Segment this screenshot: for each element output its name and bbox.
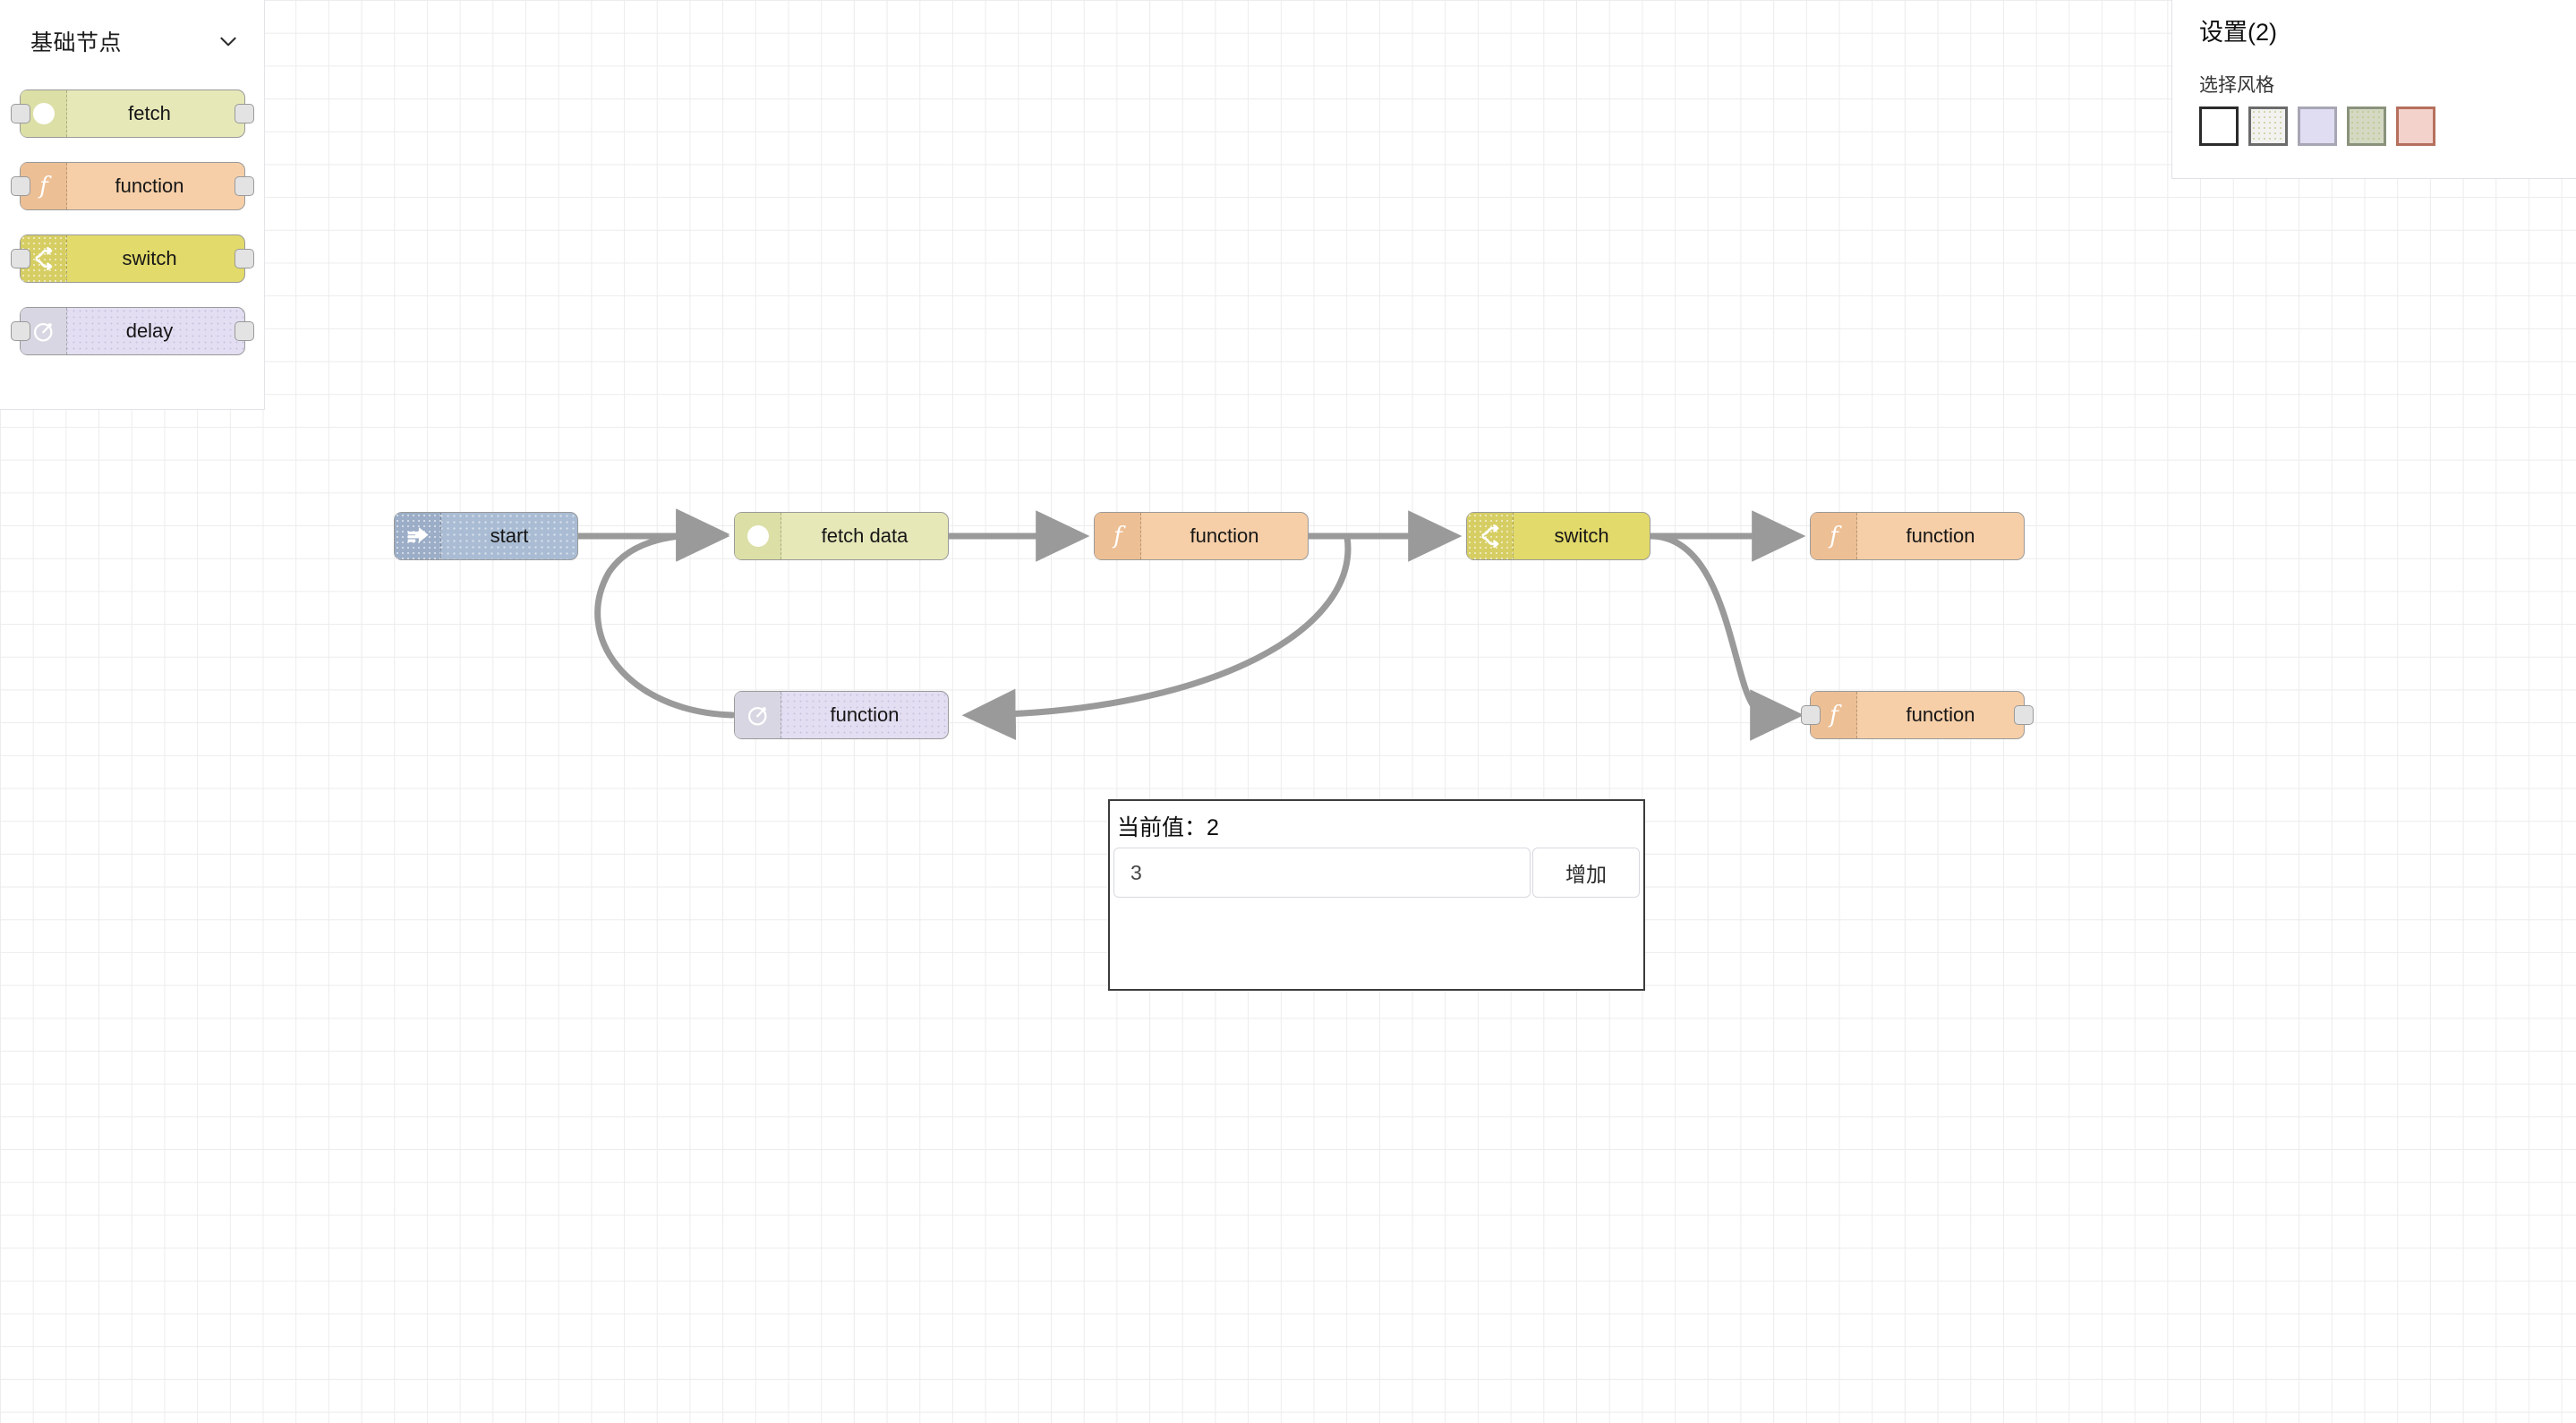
flow-node-fn2[interactable]: f function bbox=[1810, 512, 2025, 560]
svg-text:f: f bbox=[1828, 523, 1842, 550]
node-palette-panel: 基础节点 fetch f function switch delay bbox=[0, 0, 265, 410]
counter-form-panel: 当前值：2 增加 bbox=[1108, 799, 1645, 991]
palette-header[interactable]: 基础节点 bbox=[0, 0, 265, 82]
palette-node-delay[interactable]: delay bbox=[11, 307, 254, 355]
node-label: switch bbox=[122, 247, 177, 269]
palette-node-switch[interactable]: switch bbox=[11, 234, 254, 283]
globe-icon bbox=[21, 90, 67, 137]
node-output-port[interactable] bbox=[235, 321, 254, 341]
node-label: start bbox=[490, 524, 529, 547]
node-output-port[interactable] bbox=[2014, 705, 2034, 725]
swatch-style-lavender[interactable] bbox=[2298, 107, 2337, 146]
node-label: delay bbox=[125, 320, 174, 342]
start-arrow-icon bbox=[395, 513, 441, 559]
node-label: switch bbox=[1554, 524, 1609, 547]
function-icon: f bbox=[1811, 513, 1857, 559]
style-swatch-group bbox=[2199, 107, 2549, 146]
node-output-port[interactable] bbox=[235, 104, 254, 124]
flow-node-delay[interactable]: function bbox=[734, 691, 949, 739]
node-input-port[interactable] bbox=[11, 249, 30, 268]
node-label: function bbox=[115, 175, 184, 197]
swatch-style-sage[interactable] bbox=[2347, 107, 2386, 146]
swatch-style-white[interactable] bbox=[2199, 107, 2239, 146]
swatch-style-pink[interactable] bbox=[2396, 107, 2435, 146]
style-picker-label: 选择风格 bbox=[2199, 75, 2274, 96]
increment-button[interactable]: 增加 bbox=[1532, 848, 1640, 898]
node-input-port[interactable] bbox=[11, 176, 30, 196]
settings-title: 设置(2) bbox=[2199, 19, 2277, 46]
node-input-port[interactable] bbox=[11, 104, 30, 124]
node-input-port[interactable] bbox=[11, 321, 30, 341]
palette-title: 基础节点 bbox=[30, 30, 123, 55]
svg-text:f: f bbox=[38, 173, 52, 200]
node-label: fetch bbox=[128, 102, 171, 124]
palette-node-function[interactable]: f function bbox=[11, 162, 254, 210]
function-icon: f bbox=[1095, 513, 1141, 559]
node-output-port[interactable] bbox=[235, 176, 254, 196]
node-label: fetch data bbox=[821, 524, 908, 547]
node-input-port[interactable] bbox=[1801, 705, 1821, 725]
palette-node-list: fetch f function switch delay bbox=[0, 89, 265, 379]
node-label: function bbox=[830, 703, 900, 726]
flow-node-switch[interactable]: switch bbox=[1466, 512, 1651, 560]
node-label: function bbox=[1906, 703, 1975, 726]
counter-input-row: 增加 bbox=[1110, 848, 1643, 898]
branch-icon bbox=[21, 235, 67, 282]
settings-panel: 设置(2) 选择风格 bbox=[2171, 0, 2576, 179]
node-label: function bbox=[1190, 524, 1259, 547]
branch-icon bbox=[1467, 513, 1514, 559]
flow-node-fn1[interactable]: f function bbox=[1094, 512, 1309, 560]
node-output-port[interactable] bbox=[235, 249, 254, 268]
svg-text:f: f bbox=[1112, 523, 1126, 550]
stopwatch-icon bbox=[735, 692, 781, 738]
swatch-style-dotted[interactable] bbox=[2248, 107, 2288, 146]
node-label: function bbox=[1906, 524, 1975, 547]
globe-icon bbox=[735, 513, 781, 559]
flow-node-start[interactable]: start bbox=[394, 512, 578, 560]
flow-node-fn3[interactable]: f function bbox=[1801, 691, 2034, 739]
flow-node-fetch[interactable]: fetch data bbox=[734, 512, 949, 560]
chevron-down-icon[interactable] bbox=[217, 30, 240, 53]
palette-node-fetch[interactable]: fetch bbox=[11, 89, 254, 138]
counter-input[interactable] bbox=[1113, 848, 1531, 898]
svg-text:f: f bbox=[1828, 702, 1842, 729]
current-value-label: 当前值：2 bbox=[1117, 815, 1219, 840]
